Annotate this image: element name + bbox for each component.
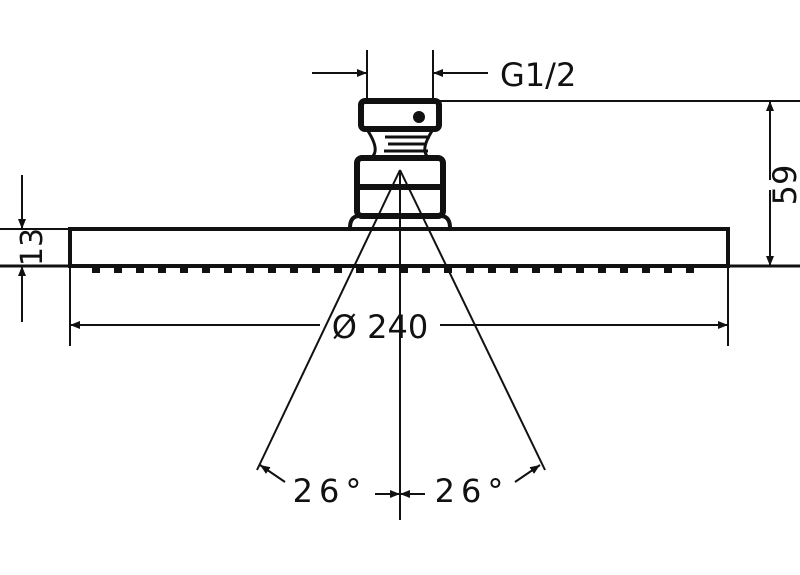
height-dimension: 59: [440, 100, 800, 266]
diameter-dimension: Ø 240: [69, 266, 729, 346]
thickness-label: 13: [15, 228, 50, 266]
set-screw-icon: [413, 111, 425, 123]
thickness-dimension: 13: [15, 175, 50, 322]
angle-right-label: 26°: [435, 472, 510, 510]
spray-angle-dimension: 26° 26°: [256, 169, 546, 520]
thread-dimension: G1/2: [312, 50, 576, 101]
height-label: 59: [766, 165, 800, 206]
diameter-label: Ø 240: [332, 308, 428, 346]
angle-left-label: 26°: [293, 472, 368, 510]
thread-label: G1/2: [500, 56, 576, 94]
